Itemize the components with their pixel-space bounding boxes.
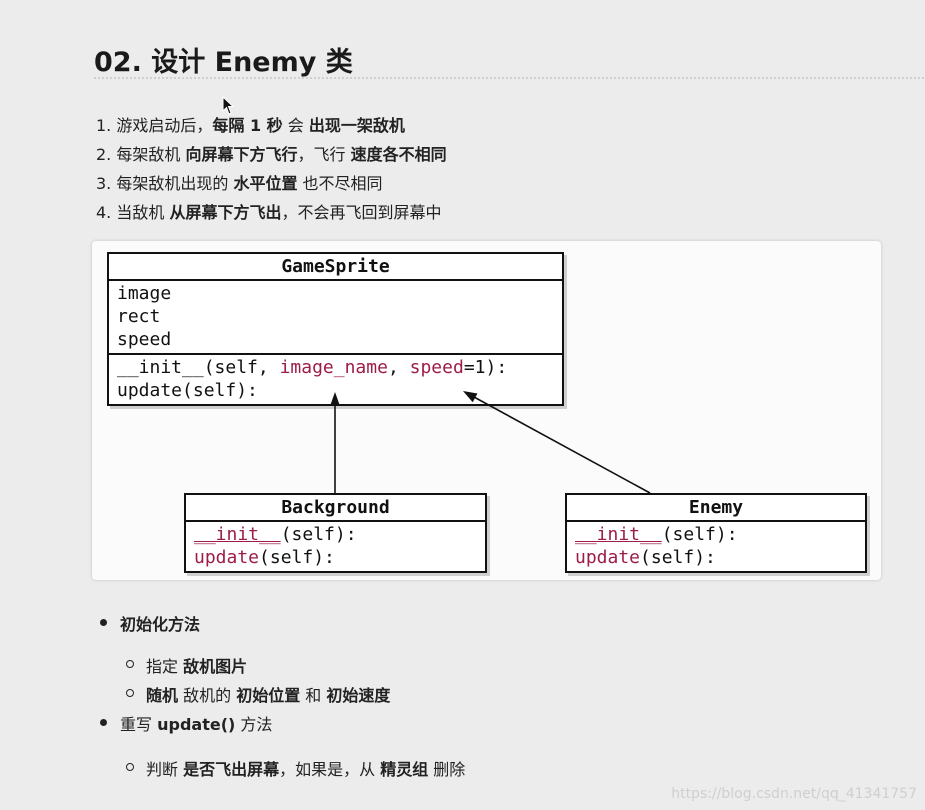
method-update: update(self): bbox=[194, 547, 335, 568]
bullet-circle-icon bbox=[126, 763, 134, 771]
requirement-text: 水平位置 bbox=[233, 174, 298, 193]
class-name: Background bbox=[186, 495, 485, 522]
requirement-text: 会 bbox=[282, 116, 309, 135]
requirement-item: 4. 当敌机 从屏幕下方飞出，不会再飞回到屏幕中 bbox=[96, 198, 447, 227]
bullet-dot-icon bbox=[100, 719, 107, 726]
requirement-text: 每架敌机 bbox=[116, 145, 186, 164]
class-methods: __init__(self): update(self): bbox=[567, 522, 865, 571]
class-methods: __init__(self): update(self): bbox=[186, 522, 485, 571]
note-specify-image: 指定 敌机图片 bbox=[126, 653, 247, 677]
requirement-text: 每隔 1 秒 bbox=[212, 116, 283, 135]
requirement-number: 4. bbox=[96, 203, 117, 222]
method-update: update(self): bbox=[117, 380, 258, 401]
attribute: speed bbox=[117, 329, 172, 350]
class-attributes: image rect speed bbox=[109, 281, 562, 355]
requirement-number: 3. bbox=[96, 174, 117, 193]
class-methods: __init__(self, image_name, speed=1): upd… bbox=[109, 355, 562, 404]
requirement-item: 1. 游戏启动后，每隔 1 秒 会 出现一架敌机 bbox=[96, 111, 447, 140]
method-init: __init__(self, image_name, speed=1): bbox=[117, 357, 508, 378]
requirement-text: 当敌机 bbox=[116, 203, 170, 222]
uml-class-gamesprite: GameSprite image rect speed __init__(sel… bbox=[107, 252, 564, 406]
requirement-text: 也不尽相同 bbox=[297, 174, 383, 193]
watermark: https://blog.csdn.net/qq_41341757 bbox=[671, 786, 917, 802]
requirement-text: ，飞行 bbox=[297, 145, 351, 164]
uml-class-background: Background __init__(self): update(self): bbox=[184, 493, 487, 573]
bullet-circle-icon bbox=[126, 660, 134, 668]
requirement-number: 2. bbox=[96, 145, 117, 164]
method-init: __init__(self): bbox=[194, 524, 357, 545]
requirement-text: 每架敌机出现的 bbox=[116, 174, 234, 193]
requirement-number: 1. bbox=[96, 116, 117, 135]
class-name: GameSprite bbox=[109, 254, 562, 281]
bullet-dot-icon bbox=[100, 619, 107, 626]
attribute: image bbox=[117, 283, 172, 304]
attribute: rect bbox=[117, 306, 161, 327]
note-random-position-speed: 随机 敌机的 初始位置 和 初始速度 bbox=[126, 682, 390, 706]
mouse-cursor-icon bbox=[222, 96, 235, 115]
page-title: 02. 设计 Enemy 类 bbox=[94, 47, 353, 78]
bullet-circle-icon bbox=[126, 689, 134, 697]
inheritance-arrow-enemy bbox=[463, 391, 651, 494]
note-judge-offscreen: 判断 是否飞出屏幕，如果是，从 精灵组 删除 bbox=[126, 756, 465, 780]
note-override-update: 重写 update() 方法 bbox=[100, 711, 272, 735]
requirement-item: 3. 每架敌机出现的 水平位置 也不尽相同 bbox=[96, 169, 447, 198]
method-init: __init__(self): bbox=[575, 524, 738, 545]
requirement-item: 2. 每架敌机 向屏幕下方飞行，飞行 速度各不相同 bbox=[96, 140, 447, 169]
class-name: Enemy bbox=[567, 495, 865, 522]
requirement-text: 向屏幕下方飞行 bbox=[185, 145, 298, 164]
requirement-text: 速度各不相同 bbox=[350, 145, 447, 164]
uml-class-enemy: Enemy __init__(self): update(self): bbox=[565, 493, 867, 573]
inheritance-arrow-background bbox=[330, 392, 340, 493]
note-init-method: 初始化方法 bbox=[100, 611, 200, 635]
requirement-text: 从屏幕下方飞出 bbox=[169, 203, 282, 222]
method-update: update(self): bbox=[575, 547, 716, 568]
requirement-text: 出现一架敌机 bbox=[308, 116, 405, 135]
requirement-text: ，不会再飞回到屏幕中 bbox=[281, 203, 442, 222]
title-divider bbox=[94, 77, 924, 79]
requirement-text: 游戏启动后， bbox=[116, 116, 213, 135]
